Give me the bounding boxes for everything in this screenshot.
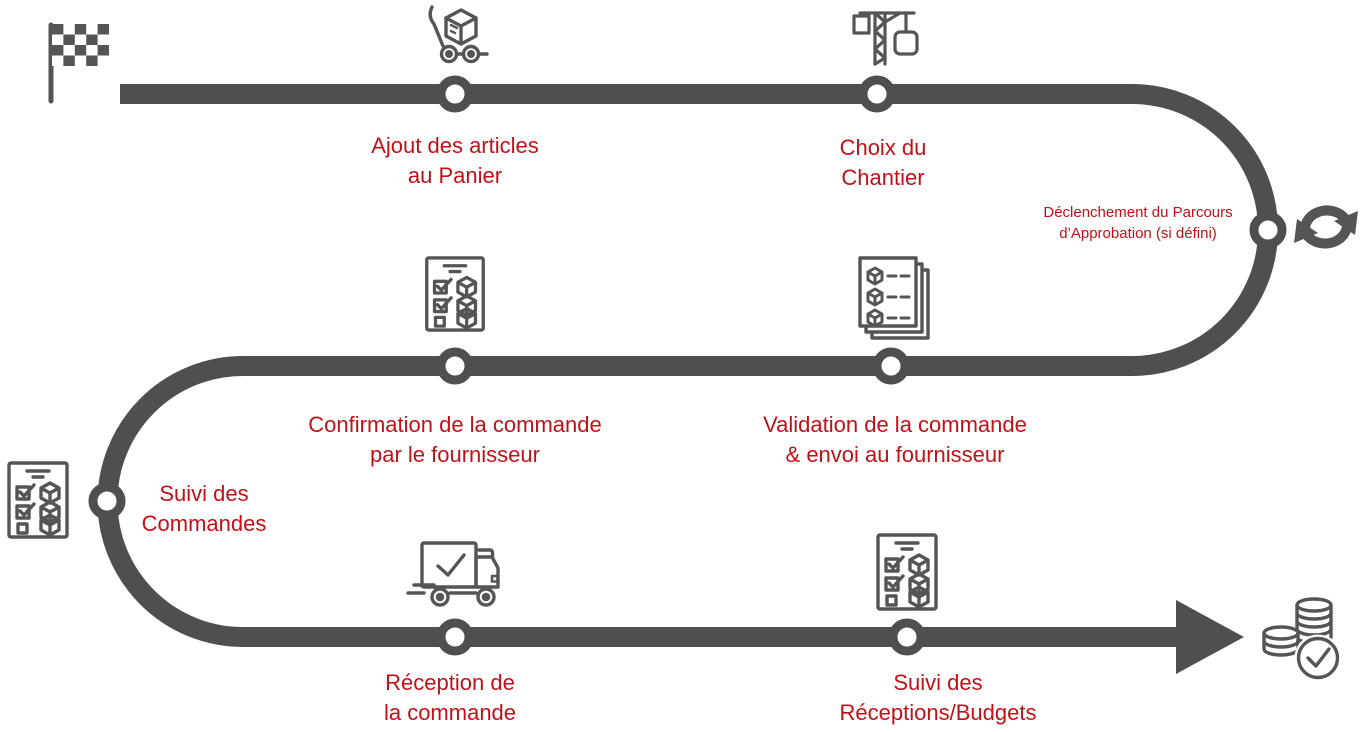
step-label-3-line2: d’Approbation (si défini) bbox=[1059, 225, 1217, 242]
delivery-truck-icon bbox=[406, 540, 506, 608]
step-node-2 bbox=[858, 75, 896, 113]
step-node-1 bbox=[436, 75, 474, 113]
route-arrowhead-icon bbox=[1176, 600, 1244, 674]
checkered-flag-icon bbox=[46, 22, 114, 104]
step-label-2-line2: Chantier bbox=[841, 165, 925, 190]
step-label-4: Validation de la commande & envoi au fou… bbox=[763, 410, 1027, 470]
step-label-8-line2: Réceptions/Budgets bbox=[839, 700, 1037, 725]
step-label-4-line2: & envoi au fournisseur bbox=[785, 442, 1005, 467]
sync-arrows-icon bbox=[1292, 196, 1360, 258]
step-label-3: Déclenchement du Parcours d’Approbation … bbox=[1043, 202, 1232, 244]
coins-check-icon bbox=[1254, 596, 1346, 682]
order-checklist-icon bbox=[424, 256, 486, 332]
step-node-3 bbox=[1249, 211, 1287, 249]
step-label-8: Suivi des Réceptions/Budgets bbox=[840, 668, 1037, 728]
step-label-5-line1: Confirmation de la commande bbox=[308, 412, 602, 437]
step-label-7-line1: Réception de bbox=[385, 670, 515, 695]
route-path bbox=[97, 84, 1278, 647]
step-label-3-line1: Déclenchement du Parcours bbox=[1043, 204, 1233, 221]
step-node-6 bbox=[88, 482, 126, 520]
step-label-8-line1: Suivi des bbox=[893, 670, 983, 695]
step-node-7 bbox=[436, 618, 474, 656]
order-checklist-icon bbox=[7, 461, 69, 539]
step-label-2: Choix du Chantier bbox=[840, 133, 927, 193]
step-label-1-line2: au Panier bbox=[407, 163, 503, 188]
step-label-1: Ajout des articles au Panier bbox=[371, 131, 539, 191]
step-label-7: Réception de la commande bbox=[384, 668, 516, 728]
step-label-6-line1: Suivi des bbox=[159, 481, 249, 506]
step-label-6: Suivi des Commandes bbox=[142, 479, 267, 539]
step-label-7-line2: la commande bbox=[383, 700, 517, 725]
order-pages-icon bbox=[858, 256, 930, 340]
step-label-5: Confirmation de la commande par le fourn… bbox=[308, 410, 601, 470]
step-label-5-line2: par le fournisseur bbox=[370, 442, 540, 467]
step-label-2-line1: Choix du bbox=[839, 135, 927, 160]
step-node-8 bbox=[888, 618, 926, 656]
step-label-1-line1: Ajout des articles bbox=[371, 133, 539, 158]
step-label-4-line1: Validation de la commande bbox=[763, 412, 1027, 437]
step-label-6-line2: Commandes bbox=[141, 511, 267, 536]
order-checklist-icon bbox=[876, 533, 938, 611]
step-node-4 bbox=[872, 347, 910, 385]
hand-truck-box-icon bbox=[420, 4, 492, 66]
tower-crane-icon bbox=[850, 6, 926, 68]
step-node-5 bbox=[436, 347, 474, 385]
